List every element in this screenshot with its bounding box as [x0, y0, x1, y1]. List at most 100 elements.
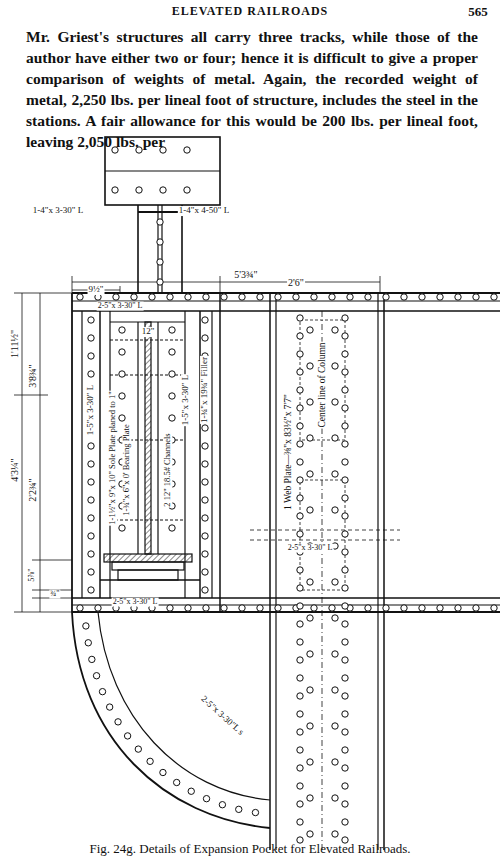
rivet-hole [252, 809, 258, 815]
rivet-hole [119, 327, 125, 333]
rivet-hole [88, 587, 94, 593]
rivet-hole [202, 425, 208, 431]
rivet-hole [88, 533, 94, 539]
rivet-hole [342, 585, 348, 591]
rivet-hole [202, 497, 208, 503]
sole-plate-label: 1-1½"x 9"x 10" Sole Plate planed to 1" [108, 390, 117, 525]
rivet-hole [297, 567, 303, 573]
rivet-hole [297, 333, 303, 339]
angle-label: 2-5"x 3-30"L s [198, 694, 246, 738]
rivet-hole [157, 219, 163, 225]
rivet-hole [307, 327, 313, 333]
rivet-hole [342, 531, 348, 537]
rivet-hole [297, 783, 303, 789]
rivet-hole [437, 605, 443, 611]
rivet-hole [332, 687, 338, 693]
rivet-hole [342, 801, 348, 807]
rivet-hole [437, 294, 443, 300]
rivet-hole [307, 759, 313, 765]
rivet-hole [342, 477, 348, 483]
rivet-hole [455, 294, 461, 300]
rivet-hole [332, 507, 338, 513]
rivet-hole [307, 651, 313, 657]
rivet-hole [342, 423, 348, 429]
rivet-hole [188, 788, 194, 794]
angle-label: 2-5"x 3-30" L [287, 544, 334, 553]
rivet-hole [202, 515, 208, 521]
rivet-hole [202, 587, 208, 593]
knee-brace [72, 612, 270, 828]
rivet-hole [88, 461, 94, 467]
rivet-hole [307, 795, 313, 801]
rivet-hole [342, 549, 348, 555]
rivet-hole [297, 513, 303, 519]
angle-label: 1-4"x 3-30" L [32, 206, 84, 216]
rivet-hole [221, 294, 227, 300]
rivet-hole [297, 531, 303, 537]
dimension: 9½" [88, 285, 105, 295]
angle-label: 2-5"x 3-30" L [97, 302, 144, 311]
rivet-hole [401, 294, 407, 300]
rivet-hole [88, 569, 94, 575]
rivet-hole [297, 621, 303, 627]
rivet-hole [77, 294, 83, 300]
rivet-hole [491, 294, 497, 300]
rivet-hole [342, 819, 348, 825]
dimension: 2'6" [287, 277, 305, 288]
rivet-hole [297, 747, 303, 753]
rivet-hole [297, 387, 303, 393]
rivet-hole [157, 259, 163, 265]
dimension: 3'8¾" [27, 363, 38, 388]
rivet-hole [95, 605, 101, 611]
rivet-hole [124, 733, 130, 739]
rivet-hole [136, 187, 142, 193]
rivet-hole [169, 525, 175, 531]
rivet-hole [202, 533, 208, 539]
girder-flange-angles [72, 293, 500, 612]
rivet-hole [219, 802, 225, 808]
figure-caption: Fig. 24g. Details of Expansion Pocket fo… [90, 842, 411, 856]
rivet-hole [119, 393, 125, 399]
rivet-hole [491, 605, 497, 611]
rivet-hole [88, 497, 94, 503]
center-line-label: Center line of Column [317, 341, 327, 428]
rivet-hole [297, 603, 303, 609]
rivet-hole [93, 673, 99, 679]
rivet-hole [297, 351, 303, 357]
rivet-hole [342, 765, 348, 771]
rivet-hole [297, 405, 303, 411]
rivet-hole [419, 605, 425, 611]
rivet-hole [307, 723, 313, 729]
rivet-hole [342, 351, 348, 357]
rivet-hole [307, 579, 313, 585]
rivet-hole [311, 605, 317, 611]
rivet-hole [332, 795, 338, 801]
rivet-hole [342, 783, 348, 789]
rivet-hole [202, 461, 208, 467]
rivet-hole [342, 747, 348, 753]
rivet-hole [307, 471, 313, 477]
rivet-hole [149, 294, 155, 300]
rivet-hole [239, 605, 245, 611]
rivet-hole [342, 711, 348, 717]
rivet-hole [332, 651, 338, 657]
rivet-hole [112, 187, 118, 193]
rivet-hole [239, 294, 245, 300]
rivet-hole [119, 349, 125, 355]
rivet-hole [297, 423, 303, 429]
rivet-hole [202, 443, 208, 449]
rivet-hole [342, 603, 348, 609]
filler-label: 1-¾"x 19¾" Filler [200, 356, 210, 424]
rivet-hole [365, 605, 371, 611]
rivet-hole [119, 415, 125, 421]
rivet-hole [473, 294, 479, 300]
rivet-hole [202, 551, 208, 557]
rivet-hole [307, 687, 313, 693]
rivet-hole [329, 605, 335, 611]
rivet-hole [203, 294, 209, 300]
rivet-hole [332, 615, 338, 621]
rivet-hole [169, 393, 175, 399]
rivet-hole [275, 605, 281, 611]
angle-label: 1-5"x 3-30" L [181, 374, 191, 426]
rivet-hole [342, 315, 348, 321]
